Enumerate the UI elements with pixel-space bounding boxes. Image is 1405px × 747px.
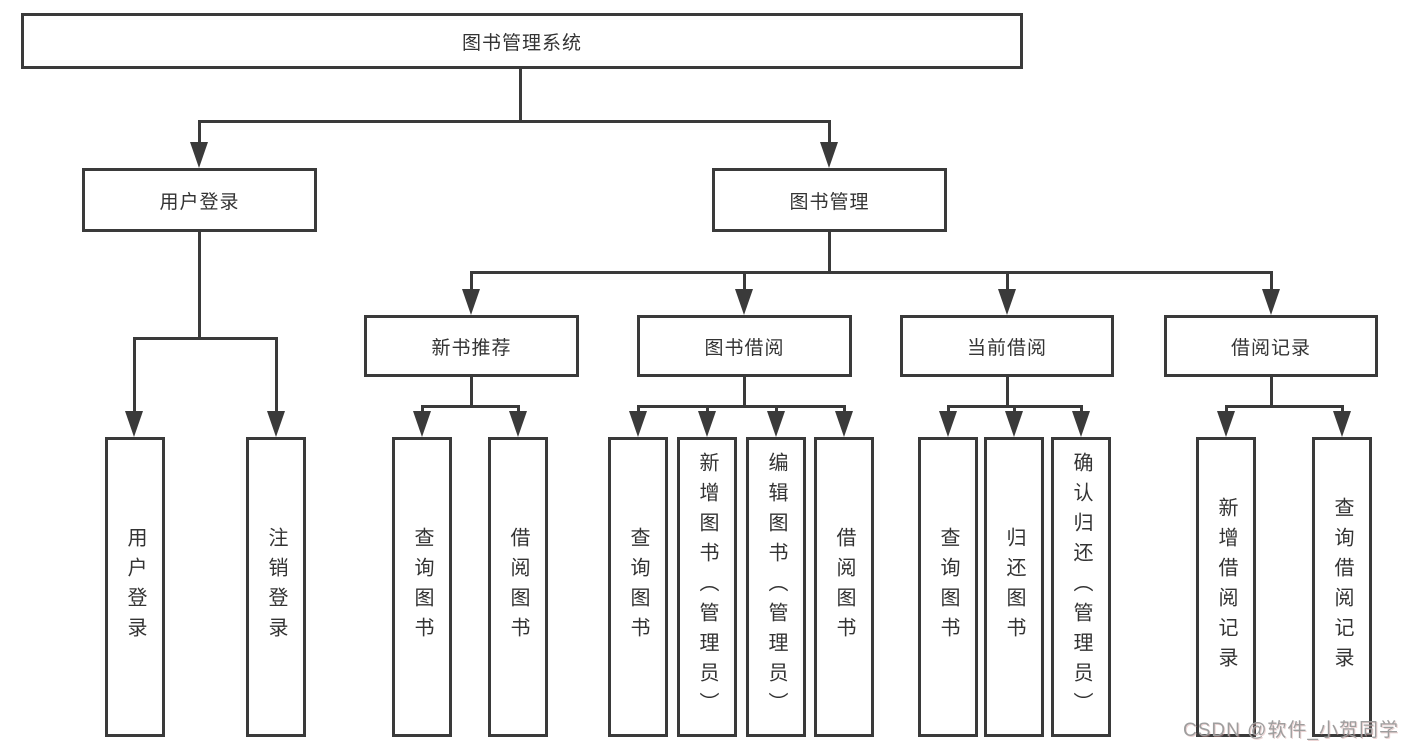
arrowhead-icon <box>190 142 208 168</box>
connector-line <box>470 271 1273 274</box>
leaf-add-borrow-record: 新增借阅记录 <box>1196 437 1256 737</box>
connector-line <box>1341 405 1344 415</box>
node-current-borrowing: 当前借阅 <box>900 315 1114 377</box>
leaf-add-book-admin: 新增图书（管理员） <box>677 437 737 737</box>
connector-line <box>843 405 846 415</box>
connector-line <box>706 405 709 415</box>
leaf-user-login: 用户登录 <box>105 437 165 737</box>
leaf-logout: 注销登录 <box>246 437 306 737</box>
leaf-query-borrow-record: 查询借阅记录 <box>1312 437 1372 737</box>
arrowhead-icon <box>1217 411 1235 437</box>
connector-line <box>517 405 520 415</box>
connector-line <box>470 271 473 293</box>
arrowhead-icon <box>698 411 716 437</box>
connector-line <box>828 120 831 146</box>
connector-line <box>1225 405 1228 415</box>
connector-line <box>198 232 201 337</box>
connector-line <box>1013 405 1016 415</box>
connector-line <box>947 405 950 415</box>
arrowhead-icon <box>939 411 957 437</box>
connector-line <box>743 271 746 293</box>
arrowhead-icon <box>413 411 431 437</box>
connector-line <box>828 232 831 271</box>
leaf-query-books-borrowing: 查询图书 <box>608 437 668 737</box>
arrowhead-icon <box>125 411 143 437</box>
node-new-book-recommend: 新书推荐 <box>364 315 579 377</box>
connector-line <box>1270 271 1273 293</box>
node-borrowing-records: 借阅记录 <box>1164 315 1378 377</box>
connector-line <box>743 377 746 405</box>
node-book-borrowing: 图书借阅 <box>637 315 852 377</box>
connector-line <box>637 405 640 415</box>
leaf-query-books-current: 查询图书 <box>918 437 978 737</box>
arrowhead-icon <box>1072 411 1090 437</box>
leaf-borrow-books-recommend: 借阅图书 <box>488 437 548 737</box>
arrowhead-icon <box>1005 411 1023 437</box>
connector-line <box>1006 377 1009 405</box>
connector-line <box>470 377 473 405</box>
connector-line <box>198 120 831 123</box>
node-user-login: 用户登录 <box>82 168 317 232</box>
leaf-confirm-return-admin: 确认归还（管理员） <box>1051 437 1111 737</box>
leaf-edit-book-admin: 编辑图书（管理员） <box>746 437 806 737</box>
arrowhead-icon <box>462 289 480 315</box>
leaf-borrow-books: 借阅图书 <box>814 437 874 737</box>
arrowhead-icon <box>735 289 753 315</box>
connector-line <box>775 405 778 415</box>
node-library-system: 图书管理系统 <box>21 13 1023 69</box>
leaf-return-books: 归还图书 <box>984 437 1044 737</box>
arrowhead-icon <box>267 411 285 437</box>
connector-line <box>1270 377 1273 405</box>
connector-line <box>1225 405 1344 408</box>
connector-line <box>637 405 846 408</box>
arrowhead-icon <box>509 411 527 437</box>
arrowhead-icon <box>767 411 785 437</box>
arrowhead-icon <box>835 411 853 437</box>
connector-line <box>1006 271 1009 293</box>
arrowhead-icon <box>820 142 838 168</box>
connector-line <box>133 337 278 340</box>
arrowhead-icon <box>1262 289 1280 315</box>
connector-line <box>275 337 278 415</box>
connector-line <box>133 337 136 415</box>
connector-line <box>198 120 201 146</box>
node-book-management: 图书管理 <box>712 168 947 232</box>
connector-line <box>519 68 522 120</box>
arrowhead-icon <box>1333 411 1351 437</box>
connector-line <box>421 405 520 408</box>
watermark: CSDN @软件_小贺同学 <box>1183 720 1399 741</box>
arrowhead-icon <box>629 411 647 437</box>
arrowhead-icon <box>998 289 1016 315</box>
connector-line <box>421 405 424 415</box>
connector-line <box>1080 405 1083 415</box>
leaf-query-books-recommend: 查询图书 <box>392 437 452 737</box>
